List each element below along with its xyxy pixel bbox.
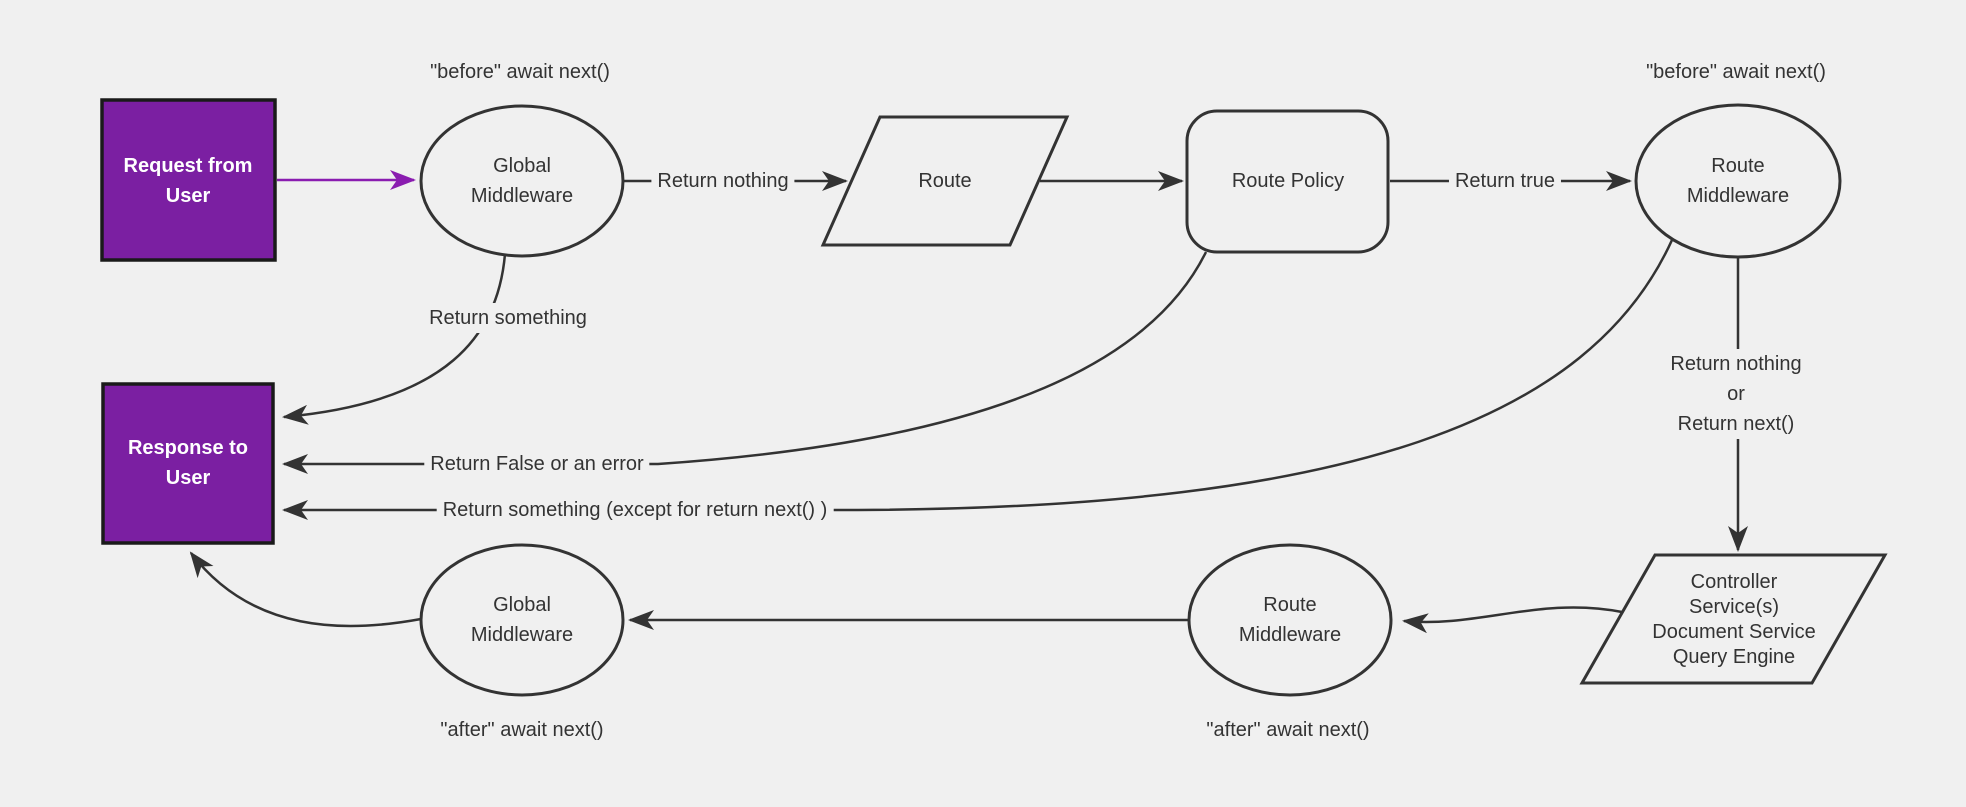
- global-middleware-top-label: Global Middleware: [470, 155, 574, 207]
- route-middleware-bottom-node: [1187, 543, 1393, 697]
- before-await-next-right-label: "before" await next(): [1640, 57, 1832, 87]
- edge-global-mw-return-something: [282, 253, 507, 425]
- edge-controller-to-route-mw-bottom: [1402, 606, 1623, 634]
- return-something-except-label: Return something (except for return next…: [436, 495, 834, 525]
- return-nothing-or-next-label: Return nothing or Return next(): [1664, 349, 1808, 439]
- after-await-next-left-label: "after" await next(): [434, 715, 610, 745]
- route-node: [820, 115, 1070, 247]
- response-to-user-label: Response to User: [127, 437, 249, 489]
- global-middleware-top-node: [419, 104, 625, 258]
- before-await-next-left-label: "before" await next(): [424, 57, 616, 87]
- edge-global-mw-bottom-to-response: [189, 551, 422, 628]
- return-something-label: Return something: [423, 303, 593, 333]
- controller-services-node: [1579, 553, 1888, 685]
- global-middleware-bottom-node: [419, 543, 625, 697]
- route-policy-node: [1185, 109, 1390, 254]
- route-label: Route: [918, 170, 972, 192]
- global-middleware-bottom-label: Global Middleware: [470, 594, 574, 646]
- request-from-user-node: [100, 98, 277, 262]
- route-policy-label: Route Policy: [1231, 170, 1345, 192]
- response-to-user-node: [101, 382, 275, 545]
- route-middleware-bottom-label: Route Middleware: [1238, 594, 1342, 646]
- controller-services-label: Controller Service(s) Document Service Q…: [1652, 571, 1816, 668]
- route-middleware-top-label: Route Middleware: [1686, 155, 1790, 207]
- return-true-label: Return true: [1448, 166, 1562, 196]
- edge-route-mw-return-something-except: [282, 239, 1674, 520]
- edge-route-policy-return-false: [282, 251, 1208, 474]
- route-middleware-top-node: [1634, 103, 1842, 259]
- request-from-user-label: Request from User: [123, 155, 253, 207]
- return-false-or-error-label: Return False or an error: [424, 449, 650, 479]
- return-nothing-label: Return nothing: [651, 166, 795, 196]
- after-await-next-middle-label: "after" await next(): [1200, 715, 1376, 745]
